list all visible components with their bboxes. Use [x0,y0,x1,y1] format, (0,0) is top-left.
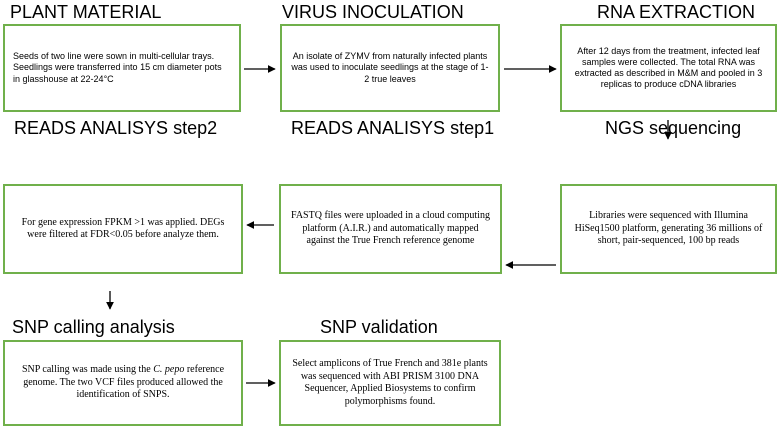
plant-material-title: PLANT MATERIAL [10,2,162,22]
ngs-sequencing-text: Libraries were sequenced with Illumina H… [574,210,763,247]
reads-step2-box: For gene expression FPKM >1 was applied.… [3,184,243,274]
virus-inoculation-title: VIRUS INOCULATION [282,2,464,22]
snp-calling-box: SNP calling was made using the C. pepo r… [3,340,243,426]
snp-calling-text: SNP calling was made using the C. pepo r… [13,364,233,402]
reads-step1-box: FASTQ files were uploaded in a cloud com… [279,184,502,274]
plant-material-text: Seeds of two line were sown in multi-cel… [13,51,222,84]
virus-inoculation-box: An isolate of ZYMV from naturally infect… [280,24,500,112]
snp-calling-species: C. pepo [153,364,185,376]
reads-step2-title: READS ANALISYS step2 [14,118,218,138]
snp-validation-box: Select amplicons of True French and 381e… [279,340,501,426]
reads-step1-text: FASTQ files were uploaded in a cloud com… [291,210,490,247]
plant-material-box: Seeds of two line were sown in multi-cel… [3,24,241,112]
rna-extraction-text: After 12 days from the treatment, infect… [574,45,763,90]
snp-validation-text: Select amplicons of True French and 381e… [292,358,488,407]
reads-step2-text: For gene expression FPKM >1 was applied.… [21,216,225,241]
snp-calling-text-before: SNP calling was made using the [21,364,154,376]
ngs-sequencing-box: Libraries were sequenced with Illumina H… [560,184,777,274]
virus-inoculation-text: An isolate of ZYMV from naturally infect… [291,51,489,84]
snp-calling-text-after: reference genome. The two VCF files prod… [23,364,225,401]
rna-extraction-box: After 12 days from the treatment, infect… [560,24,777,112]
ngs-sequencing-title: NGS sequencing [605,118,742,138]
reads-step1-title: READS ANALISYS step1 [291,118,495,138]
snp-calling-title: SNP calling analysis [12,317,175,337]
rna-extraction-title: RNA EXTRACTION [597,2,756,22]
snp-validation-title: SNP validation [320,317,438,337]
